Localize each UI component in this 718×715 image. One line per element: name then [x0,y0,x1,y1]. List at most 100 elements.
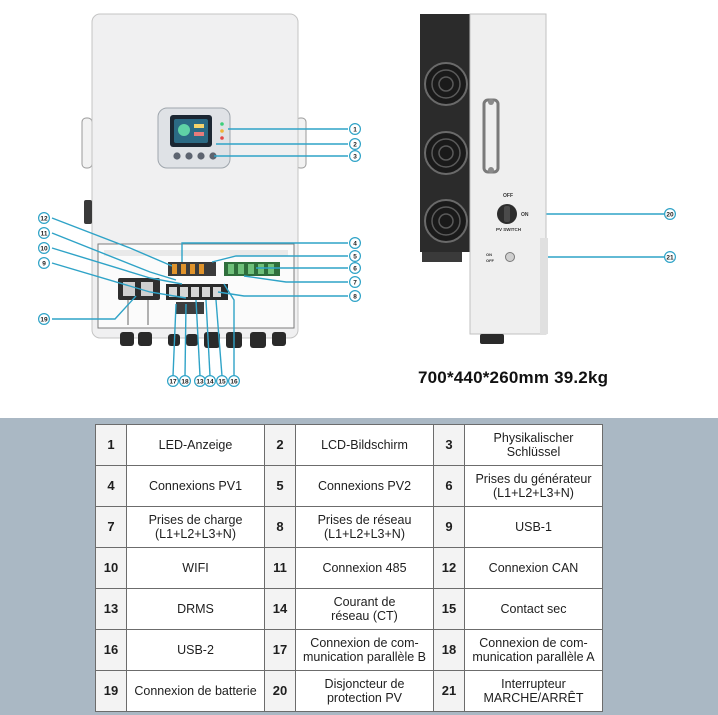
callout-18: 18 [179,375,192,388]
svg-text:14: 14 [206,378,214,385]
legend-label: Connexions PV1 [126,465,265,507]
callout-13: 13 [194,375,207,388]
legend-number: 8 [264,506,296,548]
legend-number: 19 [95,670,127,712]
callout-2: 2 [349,138,362,151]
on-off-button [505,252,515,262]
svg-text:21: 21 [666,254,674,261]
button-1 [173,152,181,160]
svg-text:5: 5 [353,253,357,260]
legend-number: 5 [264,465,296,507]
legend-label: Connexion de batterie [126,670,265,712]
button-3 [197,152,205,160]
legend-label: USB-1 [464,506,603,548]
svg-text:13: 13 [196,378,204,385]
button-4 [209,152,217,160]
switch-on-text: ON [521,212,529,218]
svg-text:10: 10 [40,245,48,252]
legend-label: Physikalischer Schlüssel [464,424,603,466]
legend-label: Courant de réseau (CT) [295,588,434,630]
callout-5: 5 [349,250,362,263]
svg-text:16: 16 [230,378,238,385]
legend-number: 10 [95,547,127,589]
legend-number: 4 [95,465,127,507]
svg-text:11: 11 [41,230,48,237]
legend-label: Contact sec [464,588,603,630]
small-off-text: OFF [486,258,495,263]
legend-number: 15 [433,588,465,630]
legend-number: 9 [433,506,465,548]
legend-label: USB-2 [126,629,265,671]
legend-label: WIFI [126,547,265,589]
svg-text:17: 17 [169,378,177,385]
legend-label: Connexion 485 [295,547,434,589]
pv-switch-text: PV SWITCH [496,227,521,232]
svg-text:3: 3 [353,153,357,160]
callout-17: 17 [167,375,180,388]
svg-text:7: 7 [353,279,357,286]
svg-text:20: 20 [666,211,674,218]
legend-number: 14 [264,588,296,630]
legend-label: LCD-Bildschirm [295,424,434,466]
legend-label: Prises de réseau (L1+L2+L3+N) [295,506,434,548]
legend-label: Prises du générateur (L1+L2+L3+N) [464,465,603,507]
small-on-text: ON [486,252,492,257]
callout-9: 9 [37,257,50,270]
legend-label: Prises de charge (L1+L2+L3+N) [126,506,265,548]
svg-text:12: 12 [40,215,48,222]
callout-10: 10 [37,242,50,255]
legend-label: Disjoncteur de protection PV [295,670,434,712]
svg-text:19: 19 [40,316,48,323]
inverter-front-view [81,13,307,348]
svg-text:8: 8 [353,293,357,300]
callout-19: 19 [37,313,50,326]
fan-3-icon [424,199,468,243]
svg-text:4: 4 [353,240,357,247]
callout-leaders [51,128,670,377]
legend-number: 2 [264,424,296,466]
fan-2-icon [424,131,468,175]
callout-14: 14 [204,375,217,388]
legend-number: 11 [264,547,296,589]
legend-number: 12 [433,547,465,589]
svg-text:9: 9 [42,260,46,267]
legend-label: Connexion de com- munication parallèle A [464,629,603,671]
callout-16: 16 [228,375,241,388]
callout-6: 6 [349,262,362,275]
callout-12: 12 [37,212,50,225]
svg-text:2: 2 [353,141,357,148]
callout-4: 4 [349,237,362,250]
dimensions-weight-label: 700*440*260mm 39.2kg [418,368,609,387]
legend-number: 6 [433,465,465,507]
inverter-side-view [420,13,548,344]
fan-1-icon [424,62,468,106]
switch-off-text: OFF [503,193,513,199]
svg-text:15: 15 [218,378,226,385]
svg-text:1: 1 [353,126,357,133]
callout-20: 20 [663,208,676,221]
legend-number: 1 [95,424,127,466]
legend-label: Connexion CAN [464,547,603,589]
legend-number: 7 [95,506,127,548]
legend-number: 18 [433,629,465,671]
svg-text:18: 18 [181,378,189,385]
legend-label: Connexion de com- munication parallèle B [295,629,434,671]
legend-number: 20 [264,670,296,712]
callout-15: 15 [216,375,229,388]
button-2 [185,152,193,160]
legend-number: 3 [433,424,465,466]
callout-11: 11 [37,227,50,240]
legend-number: 17 [264,629,296,671]
callout-3: 3 [349,150,362,163]
callout-21: 21 [663,251,676,264]
svg-text:6: 6 [353,265,357,272]
